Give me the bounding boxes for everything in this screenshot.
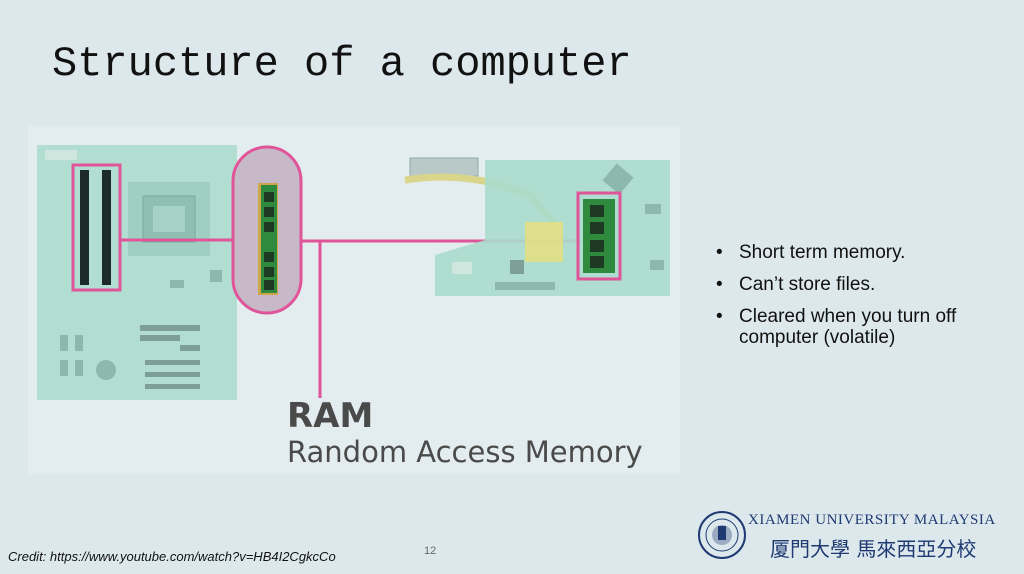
bullet-dot-icon: • — [716, 242, 723, 263]
university-name-cn: 厦門大學 馬來西亞分校 — [770, 537, 977, 561]
bullet-item: •Cleared when you turn off computer (vol… — [716, 306, 957, 348]
ram-sublabel: Random Access Memory — [287, 435, 643, 469]
desktop-motherboard — [37, 145, 237, 400]
bullet-dot-icon: • — [716, 274, 723, 295]
university-name-en: XIAMEN UNIVERSITY MALAYSIA — [748, 512, 996, 528]
laptop-motherboard — [404, 157, 670, 296]
bullet-dot-icon: • — [716, 306, 723, 327]
ram-highlight — [231, 145, 303, 315]
credit-text[interactable]: Credit: https://www.youtube.com/watch?v=… — [8, 549, 336, 564]
slide-title: Structure of a computer — [52, 40, 632, 88]
ram-label: RAM — [287, 396, 374, 436]
page-number: 12 — [424, 545, 437, 557]
bullet-item: •Short term memory. — [716, 242, 906, 263]
bullet-list: •Short term memory. •Can’t store files. … — [714, 242, 1004, 359]
bullet-item: •Can’t store files. — [716, 274, 876, 295]
university-seal-icon — [698, 511, 746, 559]
